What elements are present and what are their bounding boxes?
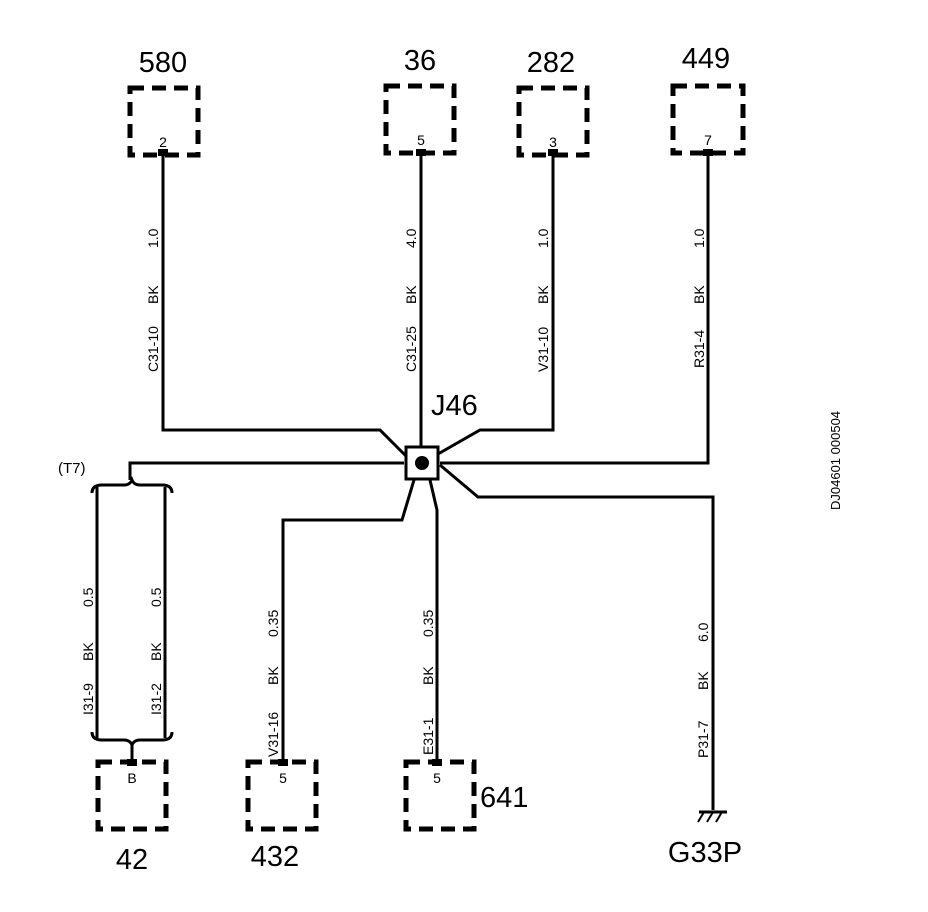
wire-label-i31-9: I31-9 BK 0.5 <box>80 587 96 715</box>
harness-brace-top <box>90 475 174 494</box>
wire-label-449: R31-4 BK 1.0 <box>691 228 707 368</box>
connector-number: 42 <box>116 844 148 876</box>
wire-282 <box>437 155 555 456</box>
wire-label-i31-2: I31-2 BK 0.5 <box>148 587 164 715</box>
wire-label-ground: P31-7 BK 6.0 <box>695 622 711 758</box>
pin-stub <box>278 759 288 766</box>
pin-label: B <box>127 770 136 786</box>
wire-color: BK <box>80 642 96 661</box>
connector-number: 449 <box>682 43 730 75</box>
harness-tag: (T7) <box>58 460 86 477</box>
wire-size: 4.0 <box>403 228 419 248</box>
connector-580: 580 2 <box>127 47 201 158</box>
connector-432: 432 5 <box>245 759 319 873</box>
ground-hatch <box>697 811 705 823</box>
connector-box <box>516 85 590 158</box>
pin-stub <box>432 759 442 766</box>
wire-label-641: E31-1 BK 0.35 <box>420 610 436 755</box>
wire-id: C31-25 <box>403 326 419 372</box>
connector-282: 282 3 <box>516 47 590 158</box>
ground-hatch <box>706 811 714 823</box>
diagram-id: DJ04601 000504 <box>828 411 843 510</box>
wire-color: BK <box>691 285 707 304</box>
wire-size: 0.5 <box>80 587 96 607</box>
wire-color: BK <box>148 642 164 661</box>
wire-size: 0.35 <box>420 610 436 637</box>
wire-t7-trunk <box>128 461 404 480</box>
wire-size: 1.0 <box>145 228 161 248</box>
wire-id: V31-16 <box>265 712 281 757</box>
wire-label-36: C31-25 BK 4.0 <box>403 228 419 372</box>
pin-label: 3 <box>549 134 557 150</box>
splice-label: J46 <box>431 390 478 422</box>
pin-label: 5 <box>279 770 287 786</box>
wire-color: BK <box>403 285 419 304</box>
pin-label: 7 <box>704 132 712 148</box>
pin-stub <box>416 149 426 156</box>
connector-449: 449 7 <box>670 43 746 156</box>
splice-node <box>415 456 429 470</box>
pin-label: 5 <box>417 132 425 148</box>
wire-label-580: C31-10 BK 1.0 <box>145 228 161 372</box>
pin-stub <box>127 759 137 766</box>
wire-id: C31-10 <box>145 326 161 372</box>
harness-brace-bottom <box>90 731 174 750</box>
wire-color: BK <box>695 671 711 690</box>
connector-641: 641 5 <box>403 759 528 832</box>
wire-size: 1.0 <box>535 228 551 248</box>
wire-580 <box>161 155 408 458</box>
wire-color: BK <box>145 285 161 304</box>
pin-label: 5 <box>433 770 441 786</box>
wire-id: E31-1 <box>420 717 436 755</box>
connector-42: 42 B <box>95 759 169 876</box>
connector-number: 282 <box>527 47 575 79</box>
wire-id: V31-10 <box>535 327 551 372</box>
connector-number: 580 <box>139 47 187 79</box>
wire-size: 6.0 <box>695 622 711 642</box>
pin-stub <box>548 149 558 156</box>
ground-g33p: G33P <box>668 810 742 869</box>
connector-36: 36 5 <box>383 45 457 156</box>
diagram-code: DJ04601 000504 <box>828 411 843 510</box>
wire-color: BK <box>265 666 281 685</box>
wire-color: BK <box>420 666 436 685</box>
connector-box <box>383 83 457 156</box>
connector-box <box>670 83 746 156</box>
connector-number: 641 <box>480 782 528 814</box>
wire-size: 0.35 <box>265 610 281 637</box>
wire-id: I31-9 <box>80 683 96 715</box>
wire-color: BK <box>535 285 551 304</box>
wire-641 <box>428 479 439 762</box>
pin-stub <box>158 149 168 156</box>
wire-id: I31-2 <box>148 683 164 715</box>
wire-size: 1.0 <box>691 228 707 248</box>
wires <box>95 155 715 810</box>
wire-432 <box>281 479 416 762</box>
ground-hatch <box>715 811 723 823</box>
splice-j46: J46 <box>404 390 478 481</box>
wire-size: 0.5 <box>148 587 164 607</box>
pin-stub <box>703 149 713 156</box>
connector-box <box>127 85 201 158</box>
pin-label: 2 <box>159 134 167 150</box>
wire-id: R31-4 <box>691 330 707 368</box>
connector-number: 432 <box>251 841 299 873</box>
connector-number: 36 <box>404 45 436 77</box>
wire-id: P31-7 <box>695 720 711 758</box>
wire-label-432: V31-16 BK 0.35 <box>265 610 281 757</box>
wire-449 <box>440 155 710 465</box>
wire-ground <box>439 463 715 810</box>
ground-label: G33P <box>668 837 742 869</box>
wire-label-282: V31-10 BK 1.0 <box>535 228 551 372</box>
splice-box <box>404 445 440 481</box>
